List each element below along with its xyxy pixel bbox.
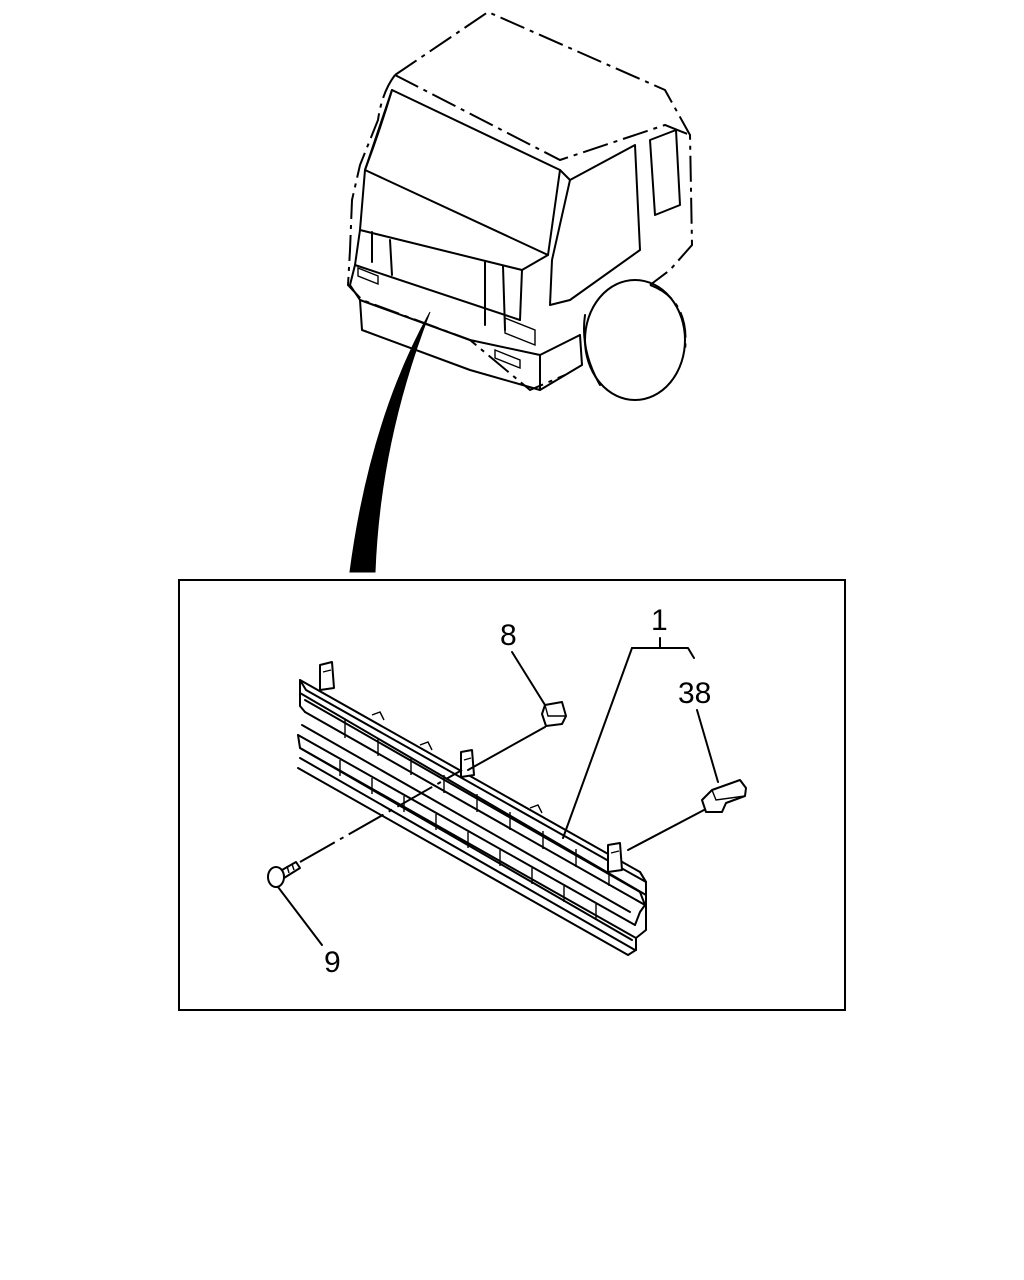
screw-leader xyxy=(277,886,323,946)
clip-part xyxy=(541,701,567,727)
truck-cab-illustration xyxy=(346,10,694,401)
bracket-leader xyxy=(696,709,719,783)
clip-leader xyxy=(511,651,546,706)
grille-leader xyxy=(631,647,695,659)
bracket-fit-line xyxy=(627,809,705,851)
screw-fit-line xyxy=(299,769,463,863)
grille-pointer-line xyxy=(562,647,633,839)
radiator-grille xyxy=(297,661,647,956)
callout-clip: 8 xyxy=(500,619,517,652)
bracket-part xyxy=(701,779,747,813)
callout-bracket: 38 xyxy=(678,677,711,710)
screw-part xyxy=(267,861,301,888)
callout-screw: 9 xyxy=(324,946,341,979)
clip-fit-line xyxy=(467,726,546,771)
detail-pointer xyxy=(349,311,431,573)
detail-frame xyxy=(178,579,846,1011)
callout-grille: 1 xyxy=(651,604,668,637)
